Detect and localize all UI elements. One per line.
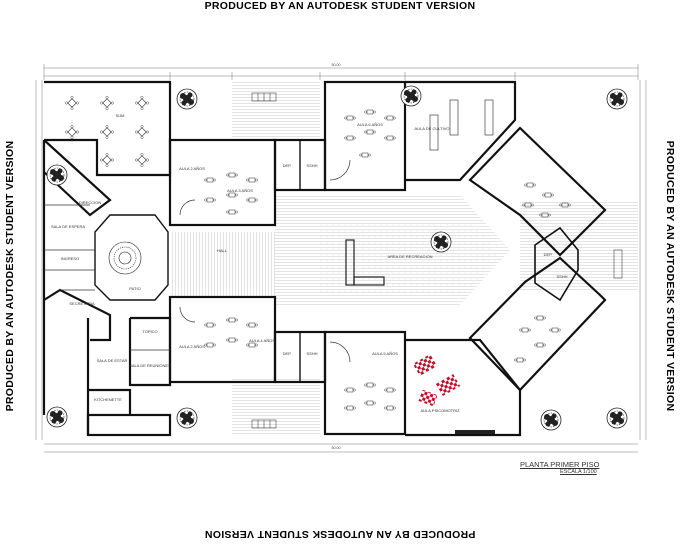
label-sala-espera: SALA DE ESPERA: [51, 224, 85, 229]
label-aula-5: AULA 5 AÑOS: [372, 351, 398, 356]
tree-icon: [400, 85, 422, 107]
label-sshh-2: SSHH: [306, 351, 317, 356]
mat-2: [435, 373, 461, 397]
desks-aula-6: [344, 109, 396, 158]
tree-icon: [540, 409, 562, 431]
label-direccion: DIRECCION: [79, 200, 102, 205]
desks-aula-2a: [204, 172, 258, 215]
recreation-area: [320, 220, 500, 292]
dimension-lines: [35, 64, 647, 453]
label-aula-psicomotriz: AULA PSICOMOTRIZ: [420, 408, 460, 413]
overall-dimension-bottom: 50.00: [332, 446, 341, 450]
overall-dimension: 50.00: [332, 63, 341, 67]
building-walls: [42, 80, 607, 437]
courtyard-plant-icon: [108, 241, 142, 275]
tree-icon: [176, 88, 198, 110]
label-area-recreacion: AREA DE RECREACION: [387, 254, 432, 259]
plan-scale: ESCALA 1/100: [560, 469, 597, 475]
plan-title-block: PLANTA PRIMER PISO ESCALA 1/100: [520, 460, 640, 475]
label-aula-2-b: AULA 2 AÑOS: [179, 344, 205, 349]
label-dep-2: DEP.: [283, 351, 292, 356]
room-labels: SUM DIRECCION SALA DE ESPERA INGRESO SEC…: [51, 113, 568, 413]
tree-icon: [606, 88, 628, 110]
desks-aula-5: [344, 382, 396, 411]
label-sala-reuniones: SALA DE REUNIONES: [129, 363, 171, 368]
label-sala-estar: SALA DE ESTAR: [97, 358, 128, 363]
mat-1: [412, 353, 438, 377]
label-kitchenette: KITCHENETTE: [94, 397, 122, 402]
label-hall: HALL: [217, 248, 228, 253]
label-sum: SUM: [116, 113, 125, 118]
tree-icon: [46, 164, 68, 186]
label-sshh-1: SSHH: [306, 163, 317, 168]
label-ingreso: INGRESO: [61, 256, 79, 261]
tree-icon: [176, 407, 198, 429]
hall-floor: [170, 232, 275, 297]
label-aula-2-a: AULA 2 AÑOS: [179, 166, 205, 171]
label-aula-6: AULA 6 AÑOS: [357, 122, 383, 127]
plan-title: PLANTA PRIMER PISO: [520, 460, 600, 469]
label-dep-1: DEP.: [283, 163, 292, 168]
watermark-top: PRODUCED BY AN AUTODESK STUDENT VERSION: [204, 0, 476, 12]
label-aula-3: AULA 3 AÑOS: [227, 188, 253, 193]
stairs: [251, 92, 623, 429]
label-aula-4: AULA 4 AÑOS: [249, 338, 275, 343]
playground-slide: [345, 239, 385, 286]
tree-icon: [46, 406, 68, 428]
label-sshh-3: SSHH: [556, 274, 567, 279]
label-dep-3: DEP.: [544, 252, 553, 257]
sum-tables: [65, 96, 149, 167]
label-secretaria: SECRETARIA: [69, 301, 95, 306]
label-aula-cultivo: AULA DE CULTIVO: [414, 126, 449, 131]
partitions: [44, 159, 351, 363]
bench: [455, 430, 495, 434]
deck-north: [232, 82, 320, 138]
mat-3: [418, 389, 438, 407]
tree-icon: [606, 407, 628, 429]
label-patio: PATIO: [129, 286, 140, 291]
cultivo-beds: [429, 99, 494, 151]
tree-icon: [430, 231, 452, 253]
label-topico: TOPICO: [142, 329, 157, 334]
